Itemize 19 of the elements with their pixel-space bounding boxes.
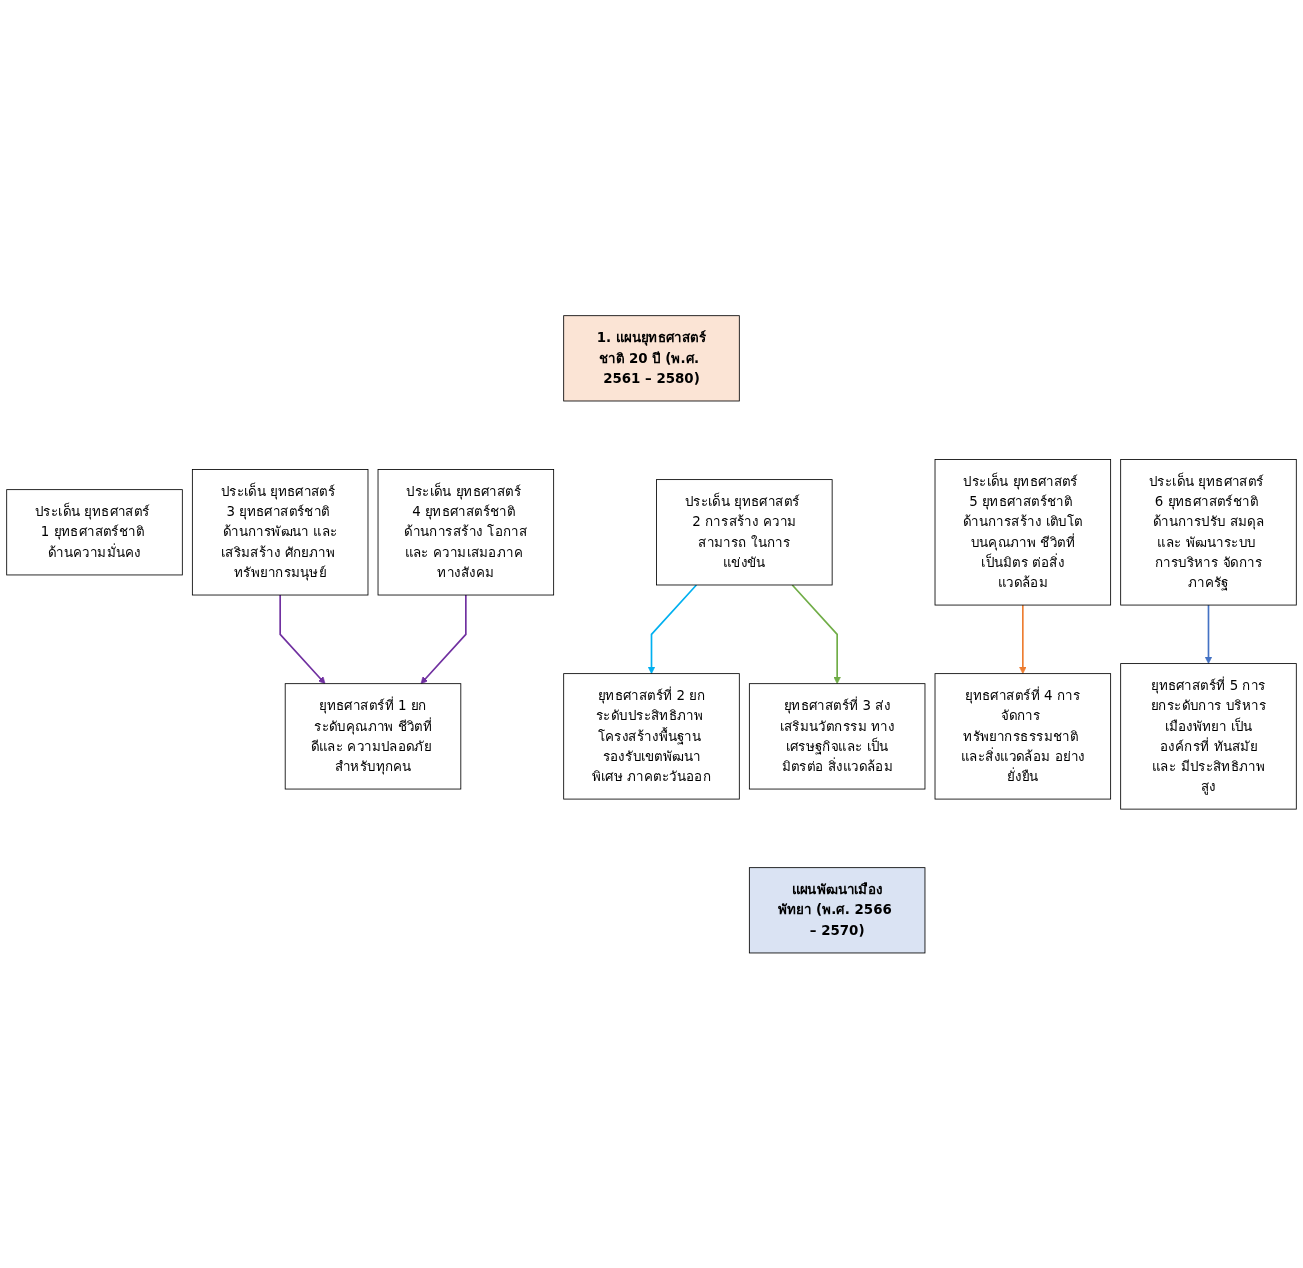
node-box: ยุทธศาสตร์ที่ 1 ยกระดับคุณภาพ ชีวิตที่ดีและ ความปลอดภัย สำหรับทุกคน (284, 682, 462, 790)
arrow (1019, 603, 1027, 674)
node-box: ยุทธศาสตร์ที่ 4 การจัดการ ทรัพยากรธรรมชาติ และสิ่งแวดล้อม อย่างยั่งยืน (934, 672, 1112, 800)
node-box: ประเด็น ยุทธศาสตร์ 6 ยุทธศาสตร์ชาติ ด้านการปรับ สมดุลและ พัฒนาระบบ การบริหาร จัดการภาครัฐ (1120, 458, 1297, 606)
arrow (791, 583, 841, 684)
arrow (1204, 603, 1213, 664)
node-box: ยุทธศาสตร์ที่ 5 การยกระดับการ บริหารเมืองพัทยา เป็นองค์กรที่ ทันสมัยและ มีประสิทธิภาพสูง (1120, 662, 1297, 810)
arrow (647, 583, 698, 674)
node-box: ยุทธศาสตร์ที่ 3 ส่งเสริมนวัตกรรม ทางเศรษฐกิจและ เป็นมิตรต่อ สิ่งแวดล้อม (748, 682, 926, 790)
arrow (279, 593, 326, 684)
node-box: 1. แผนยุทธศาสตร์ชาติ 20 ปี (พ.ศ. 2561 – 2580) (563, 314, 740, 402)
node-box: ประเด็น ยุทธศาสตร์ 5 ยุทธศาสตร์ชาติ ด้านการสร้าง เติบโตบนคุณภาพ ชีวิตที่เป็นมิตร ต่อสิ่งแวดล้อม (934, 458, 1112, 606)
node-box: ยุทธศาสตร์ที่ 2 ยกระดับประสิทธิภาพ โครงสร้างพื้นฐาน รองรับเขตพัฒนาพิเศษ ภาคตะวันออก (563, 672, 740, 800)
node-box: แผนพัฒนาเมืองพัทยา (พ.ศ. 2566 – 2570) (748, 866, 926, 954)
node-box: ประเด็น ยุทธศาสตร์ 4 ยุทธศาสตร์ชาติ ด้านการสร้าง โอกาสและ ความเสมอภาค ทางสังคม (377, 468, 555, 596)
node-box: ประเด็น ยุทธศาสตร์ 1 ยุทธศาสตร์ชาติ ด้านความมั่นคง (6, 488, 183, 576)
node-box: ประเด็น ยุทธศาสตร์ 2 การสร้าง ความสามารถ ในการแข่งขัน (656, 478, 833, 586)
node-box: ประเด็น ยุทธศาสตร์ 3 ยุทธศาสตร์ชาติ ด้านการพัฒนา และเสริมสร้าง ศักยภาพ ทรัพยากรมนุษย์ (191, 468, 369, 596)
arrow (420, 593, 467, 684)
